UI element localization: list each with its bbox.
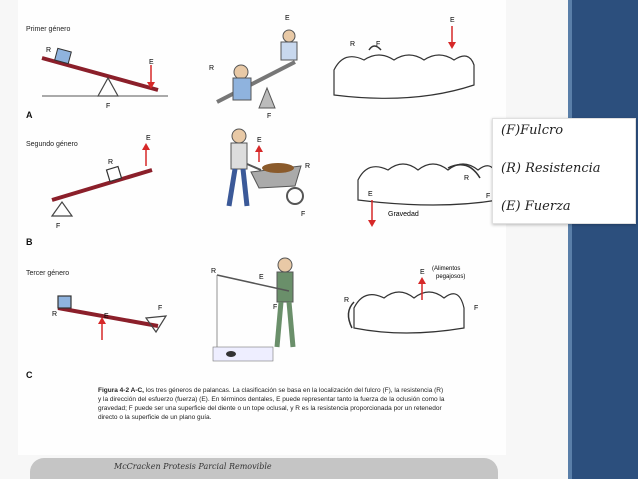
dental-illustration-b: E Gravedad R F <box>348 150 508 260</box>
dental-illustration-c: E (Alimentos pegajosos) R F <box>324 258 484 368</box>
gravedad-label: Gravedad <box>388 211 419 218</box>
svg-text:R: R <box>305 163 310 170</box>
svg-text:E: E <box>450 17 455 24</box>
svg-text:R: R <box>211 268 216 275</box>
wheelbarrow-illustration: E R F <box>203 122 313 232</box>
svg-text:E: E <box>285 15 290 22</box>
svg-text:E: E <box>149 59 154 66</box>
svg-text:F: F <box>158 305 162 312</box>
svg-text:R: R <box>46 47 51 54</box>
legend-item-fulcro: (F)Fulcro <box>501 123 563 138</box>
svg-text:E: E <box>146 135 151 142</box>
svg-text:E: E <box>420 269 425 276</box>
svg-text:F: F <box>267 113 271 120</box>
dental-illustration-a: R F E <box>324 10 484 120</box>
figure-caption: Figura 4-2 A-C, los tres géneros de pala… <box>98 386 448 422</box>
svg-text:R: R <box>209 65 214 72</box>
lever-diagram-b: R E F <box>18 130 178 240</box>
svg-text:F: F <box>376 41 380 48</box>
legend-item-resistencia: (R) Resistencia <box>501 161 601 176</box>
svg-text:F: F <box>106 103 110 110</box>
svg-text:R: R <box>464 175 469 182</box>
alimentos-label-line2: pegajosos) <box>436 274 465 280</box>
stripe-divider <box>568 0 572 479</box>
svg-text:R: R <box>344 297 349 304</box>
lever-diagram-a: R E F <box>18 20 178 130</box>
lever-diagram-c: R E F <box>18 268 178 378</box>
svg-text:F: F <box>301 211 305 218</box>
svg-text:E: E <box>257 137 262 144</box>
footer-citation: McCracken Protesis Parcial Removible <box>114 462 272 471</box>
lever-figure: Primer género A R E F R E F <box>18 0 506 455</box>
svg-text:E: E <box>259 274 264 281</box>
svg-text:E: E <box>368 191 373 198</box>
caption-lead: Figura 4-2 A-C, <box>98 387 144 394</box>
legend-item-fuerza: (E) Fuerza <box>501 199 571 214</box>
footer-bar: McCracken Protesis Parcial Removible <box>30 458 498 479</box>
decorative-stripe <box>568 0 638 479</box>
svg-text:E: E <box>104 313 109 320</box>
svg-text:F: F <box>486 193 490 200</box>
legend-box: (F)Fulcro (R) Resistencia (E) Fuerza <box>492 118 636 224</box>
svg-text:F: F <box>273 304 277 311</box>
svg-text:R: R <box>350 41 355 48</box>
svg-text:R: R <box>108 159 113 166</box>
svg-text:F: F <box>56 223 60 230</box>
svg-text:F: F <box>474 305 478 312</box>
fisherman-illustration: E R F <box>203 255 313 365</box>
caption-text: los tres géneros de palancas. La clasifi… <box>98 387 445 421</box>
seesaw-illustration: R E F <box>203 10 313 120</box>
svg-text:R: R <box>52 311 57 318</box>
alimentos-label-line1: (Alimentos <box>432 266 460 272</box>
